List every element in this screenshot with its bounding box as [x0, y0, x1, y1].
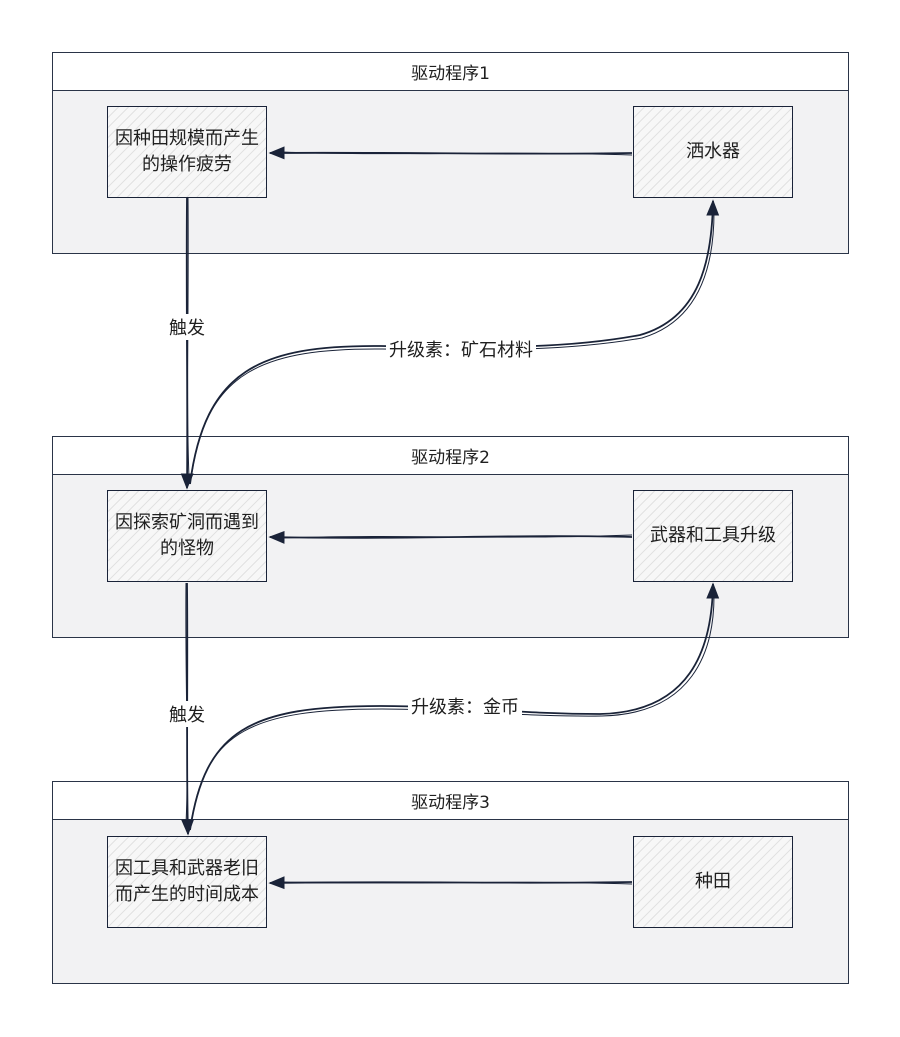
node-sprinkler: 洒水器: [633, 106, 793, 198]
edge-label-trigger-1: 触发: [166, 314, 208, 340]
node-weapon-tool-upgrade: 武器和工具升级: [633, 490, 793, 582]
node-label: 因种田规模而产生的操作疲劳: [115, 128, 259, 175]
node-operation-fatigue: 因种田规模而产生的操作疲劳: [107, 106, 267, 198]
edge-label-trigger-2: 触发: [166, 701, 208, 727]
group-title: 驱动程序2: [53, 437, 848, 475]
edge-label-upgrade-ore: 升级素：矿石材料: [386, 336, 536, 362]
node-label: 洒水器: [686, 141, 740, 162]
node-outdated-tools-time-cost: 因工具和武器老旧而产生的时间成本: [107, 836, 267, 928]
group-title: 驱动程序3: [53, 782, 848, 820]
node-label: 因工具和武器老旧而产生的时间成本: [115, 858, 259, 905]
node-label: 武器和工具升级: [650, 525, 776, 546]
node-mine-monsters: 因探索矿洞而遇到的怪物: [107, 490, 267, 582]
group-title: 驱动程序1: [53, 53, 848, 91]
node-farming: 种田: [633, 836, 793, 928]
edge-label-upgrade-gold: 升级素：金币: [408, 693, 522, 719]
node-label: 种田: [695, 871, 731, 892]
node-label: 因探索矿洞而遇到的怪物: [115, 512, 259, 559]
